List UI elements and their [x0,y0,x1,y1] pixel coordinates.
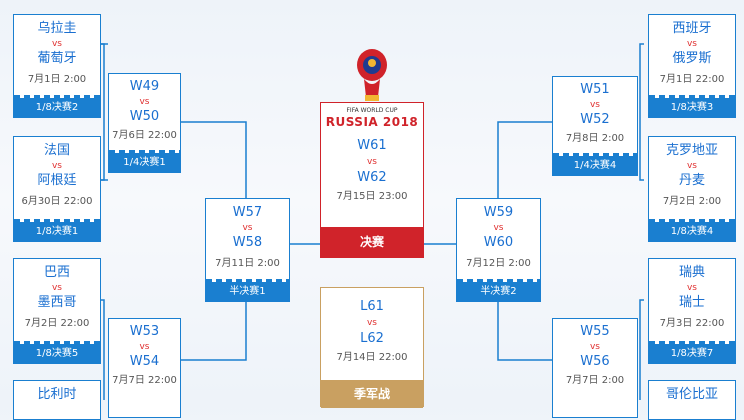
match-card-right-r16-1[interactable]: 西班牙 vs 俄罗斯 7月1日 22:00 1/8决赛3 [648,14,736,118]
team-2: 丹麦 [678,173,705,188]
match-card-left-r16-4[interactable]: 比利时 [13,380,101,420]
match-time: 7月7日 22:00 [112,375,177,386]
russia-text: RUSSIA 2018 [325,115,419,129]
match-time: 6月30日 22:00 [21,196,93,207]
team-2: W56 [580,354,610,369]
match-card-right-sf[interactable]: W59 vs W60 7月12日 2:00 半决赛2 [456,198,541,302]
team-2: W52 [580,112,610,127]
vs-label: vs [589,100,600,110]
team-2: 俄罗斯 [672,51,712,66]
team-1: 西班牙 [672,21,712,36]
team-1: 哥伦比亚 [665,387,718,402]
vs-label: vs [686,39,697,49]
vs-label: vs [589,342,600,352]
trophy-icon [357,49,387,101]
world-cup-logo [321,47,423,107]
vs-label: vs [51,161,62,171]
match-card-left-qf-1[interactable]: W49 vs W50 7月6日 22:00 1/4决赛1 [108,73,181,173]
vs-label: vs [366,318,377,328]
match-card-right-r16-4[interactable]: 哥伦比亚 [648,380,736,420]
fifa-text: FIFA WORLD CUP [346,107,398,114]
stage-label: 1/8决赛5 [14,341,100,363]
team-2: 阿根廷 [37,173,77,188]
match-card-left-qf-2[interactable]: W53 vs W54 7月7日 22:00 [108,318,181,418]
vs-label: vs [139,97,150,107]
vs-label: vs [366,157,377,167]
match-time: 7月1日 22:00 [659,74,725,85]
stage-label: 半决赛1 [206,279,289,301]
match-card-right-qf-2[interactable]: W55 vs W56 7月7日 2:00 [552,318,638,418]
match-card-left-sf[interactable]: W57 vs W58 7月11日 2:00 半决赛1 [205,198,290,302]
team-1: 克罗地亚 [665,143,718,158]
vs-label: vs [686,283,697,293]
team-1: 乌拉圭 [37,21,77,36]
team-1: W59 [483,205,514,220]
team-1: 瑞典 [678,265,705,280]
team-1: W53 [129,324,160,339]
stage-label: 半决赛2 [457,279,540,301]
team-2: W50 [129,109,160,124]
vs-label: vs [51,283,62,293]
match-card-left-r16-1[interactable]: 乌拉圭 vs 葡萄牙 7月1日 2:00 1/8决赛2 [13,14,101,118]
stage-label: 1/4决赛1 [109,150,180,172]
team-1: W49 [129,79,160,94]
stage-label: 1/8决赛2 [14,95,100,117]
match-time: 7月6日 22:00 [112,130,177,141]
stage-label: 1/8决赛4 [649,219,735,241]
match-card-right-r16-2[interactable]: 克罗地亚 vs 丹麦 7月2日 2:00 1/8决赛4 [648,136,736,242]
team-1: W51 [580,82,610,97]
stage-label: 1/8决赛3 [649,95,735,117]
team-2: W58 [232,235,263,250]
match-time: 7月15日 23:00 [336,191,408,202]
match-time: 7月8日 2:00 [565,133,625,144]
stage-label: 季军战 [321,380,423,408]
match-time: 7月11日 2:00 [215,258,280,269]
match-card-left-r16-3[interactable]: 巴西 vs 墨西哥 7月2日 22:00 1/8决赛5 [13,258,101,364]
match-time: 7月14日 22:00 [336,352,408,363]
stage-label: 1/8决赛1 [14,219,100,241]
vs-label: vs [493,223,504,233]
team-1: 巴西 [43,265,70,280]
match-card-final[interactable]: FIFA WORLD CUP RUSSIA 2018 W61 vs W62 7月… [320,49,424,258]
team-1: W57 [232,205,263,220]
match-time: 7月1日 2:00 [27,74,87,85]
match-time: 7月12日 2:00 [466,258,531,269]
team-1: 法国 [43,143,70,158]
match-card-right-qf-1[interactable]: W51 vs W52 7月8日 2:00 1/4决赛4 [552,76,638,176]
team-2: W60 [483,235,514,250]
match-time: 7月3日 22:00 [659,318,725,329]
match-card-left-r16-2[interactable]: 法国 vs 阿根廷 6月30日 22:00 1/8决赛1 [13,136,101,242]
stage-label: 1/4决赛4 [553,153,637,175]
match-time: 7月2日 22:00 [24,318,90,329]
team-1: L61 [360,299,384,314]
vs-label: vs [686,161,697,171]
team-2: 瑞士 [678,295,705,310]
team-2: 葡萄牙 [37,51,77,66]
match-card-third-place[interactable]: L61 vs L62 7月14日 22:00 季军战 [320,287,424,408]
team-1: W61 [357,138,387,153]
stage-label: 决赛 [321,227,423,257]
vs-label: vs [51,39,62,49]
match-card-right-r16-3[interactable]: 瑞典 vs 瑞士 7月3日 22:00 1/8决赛7 [648,258,736,364]
team-2: W54 [129,354,160,369]
team-2: L62 [360,331,384,346]
team-1: 比利时 [37,387,77,402]
team-2: 墨西哥 [37,295,77,310]
vs-label: vs [242,223,253,233]
team-2: W62 [357,170,387,185]
team-1: W55 [580,324,610,339]
stage-label: 1/8决赛7 [649,341,735,363]
vs-label: vs [139,342,150,352]
match-time: 7月2日 2:00 [662,196,722,207]
match-time: 7月7日 2:00 [565,375,625,386]
